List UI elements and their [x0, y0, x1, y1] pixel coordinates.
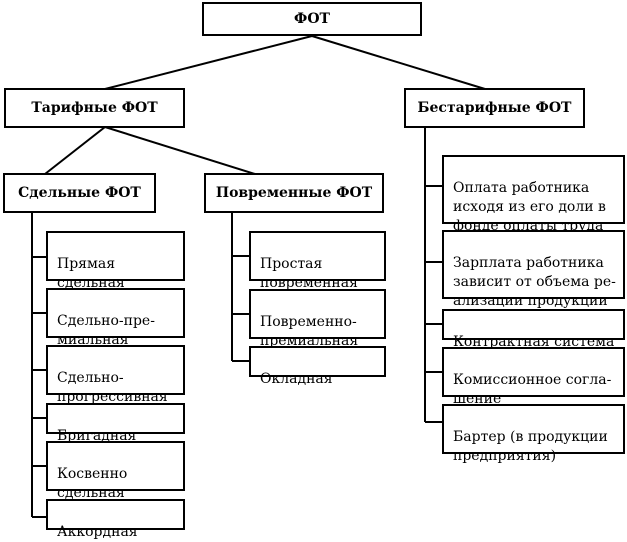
- wage-fund-diagram: ФОТ Тарифные ФОТ Бестарифные ФОТ Сдельны…: [3, 2, 625, 540]
- piece-rate-item-label: Сдельно-пре- миальная: [57, 313, 155, 348]
- tariff-to-piece-line: [44, 126, 106, 175]
- root-node: ФОТ: [202, 2, 422, 36]
- nontariff-item-label: Бартер (в продукции предприятия): [453, 429, 608, 464]
- tariff-to-time-line: [104, 126, 256, 175]
- nontariff-node: Бестарифные ФОТ: [404, 88, 585, 128]
- time-based-item-label: Повременно- премиальная: [260, 314, 359, 349]
- piece-rate-node: Сдельные ФОТ: [3, 173, 156, 213]
- tariff-node: Тарифные ФОТ: [4, 88, 185, 128]
- time-based-node: Повременные ФОТ: [204, 173, 384, 213]
- root-to-nontariff-line: [311, 35, 486, 90]
- root-to-tariff-line: [104, 35, 313, 90]
- nontariff-item-label: Комиссионное согла- шение: [453, 372, 612, 407]
- piece-rate-item: Аккордная: [46, 499, 185, 540]
- tariff-node-label: Тарифные ФОТ: [31, 99, 158, 116]
- piece-rate-item-label: Прямая сдельная: [57, 256, 125, 291]
- nontariff-item-label: Контрактная система: [453, 334, 615, 350]
- nontariff-item: Контрактная система: [442, 309, 625, 350]
- piece-rate-item-label: Бригадная: [57, 428, 137, 444]
- piece-rate-item-label: Сдельно- прогрессивная: [57, 370, 168, 405]
- connector-lines: [31, 35, 486, 518]
- piece-rate-item: Сдельно- прогрессивная: [46, 345, 185, 405]
- piece-rate-item: Прямая сдельная: [46, 231, 185, 291]
- time-based-item-label: Простая повременная: [260, 256, 358, 291]
- time-based-item-label: Окладная: [260, 371, 333, 387]
- nontariff-item: Зарплата работника зависит от объема ре-…: [442, 230, 625, 309]
- nontariff-item: Оплата работника исходя из его доли в фо…: [442, 155, 625, 234]
- nontariff-item-label: Оплата работника исходя из его доли в фо…: [453, 180, 606, 234]
- piece-rate-item: Сдельно-пре- миальная: [46, 288, 185, 348]
- nontariff-node-label: Бестарифные ФОТ: [417, 99, 572, 116]
- piece-rate-item: Бригадная: [46, 403, 185, 444]
- nontariff-item-label: Зарплата работника зависит от объема ре-…: [453, 255, 616, 309]
- root-node-label: ФОТ: [294, 10, 330, 27]
- time-based-node-label: Повременные ФОТ: [215, 184, 373, 201]
- nontariff-item: Бартер (в продукции предприятия): [442, 404, 625, 464]
- piece-rate-item: Косвенно сдельная: [46, 441, 185, 501]
- piece-rate-item-label: Аккордная: [57, 524, 138, 540]
- time-based-item: Окладная: [249, 346, 386, 387]
- time-based-item: Повременно- премиальная: [249, 289, 386, 349]
- piece-rate-node-label: Сдельные ФОТ: [18, 184, 141, 201]
- piece-rate-item-label: Косвенно сдельная: [57, 466, 128, 501]
- nontariff-item: Комиссионное согла- шение: [442, 347, 625, 407]
- time-based-item: Простая повременная: [249, 231, 386, 291]
